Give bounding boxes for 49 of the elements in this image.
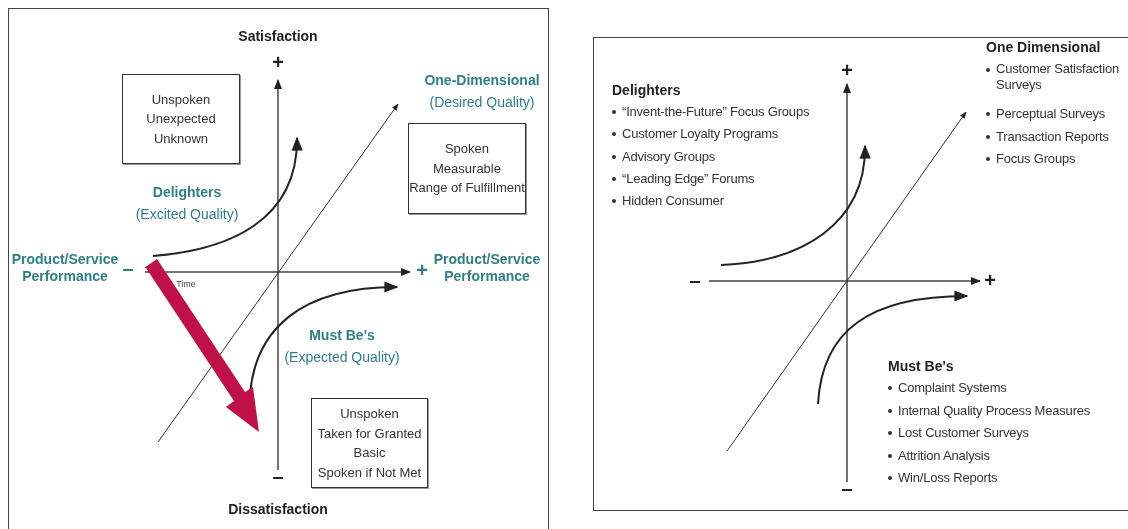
- box-text: Unknown: [153, 129, 209, 148]
- axis-title: Product/Service Performance: [10, 251, 120, 285]
- category-title: Delighters: [152, 183, 222, 201]
- box-text: Spoken if Not Met: [317, 463, 422, 482]
- list-item: Perceptual Surveys: [996, 106, 1106, 122]
- box-text: Taken for Granted: [317, 424, 422, 443]
- minus-sign: –: [841, 476, 853, 500]
- minus-sign: –: [122, 256, 134, 280]
- box-text: Measurable: [433, 159, 501, 178]
- box-text: Spoken: [444, 140, 490, 159]
- plus-sign: +: [841, 58, 853, 82]
- category-title: One-Dimensional: [424, 71, 540, 89]
- plus-sign: +: [984, 268, 996, 292]
- list-item: Complaint Systems: [898, 380, 1007, 396]
- category-title: Must Be's: [888, 357, 954, 375]
- box-text: Range of Fulfillment: [409, 179, 525, 198]
- list-item: “Invent-the-Future” Focus Groups: [622, 104, 810, 120]
- time-label: Time: [176, 278, 196, 290]
- axis-title: Satisfaction: [238, 27, 318, 45]
- list-item: Focus Groups: [996, 151, 1076, 167]
- list-item: Hidden Consumer: [622, 193, 724, 209]
- box-text: Basic: [353, 444, 386, 462]
- list-item: Customer Loyalty Programs: [622, 126, 779, 142]
- list-item: “Leading Edge” Forums: [622, 171, 755, 187]
- list-item: Internal Quality Process Measures: [898, 403, 1091, 419]
- minus-sign: –: [272, 464, 284, 488]
- list-item: Customer Satisfaction Surveys: [996, 61, 1120, 93]
- list-item: Advisory Groups: [622, 149, 716, 165]
- category-subtitle: (Excited Quality): [135, 205, 239, 223]
- category-subtitle: (Desired Quality): [429, 93, 535, 111]
- axis-title: Product/Service Performance: [432, 251, 542, 285]
- box-text: Unspoken: [151, 90, 211, 109]
- plus-sign: +: [272, 50, 284, 74]
- axis-title: Dissatisfaction: [228, 500, 328, 518]
- text-box: [408, 123, 526, 214]
- list-item: Win/Loss Reports: [898, 470, 998, 486]
- list-item: Lost Customer Surveys: [898, 425, 1029, 441]
- category-title: One Dimensional: [986, 38, 1101, 56]
- category-subtitle: (Expected Quality): [284, 348, 400, 366]
- text-box: [122, 74, 240, 164]
- text-box: [311, 398, 428, 488]
- list-item: Transaction Reports: [996, 129, 1109, 145]
- box-text: Unexpected: [146, 110, 216, 129]
- plus-sign: +: [416, 258, 428, 282]
- category-title: Must Be's: [309, 326, 375, 344]
- minus-sign: –: [689, 268, 701, 292]
- list-item: Attrition Analysis: [898, 448, 990, 464]
- box-text: Unspoken: [340, 405, 399, 423]
- category-title: Delighters: [612, 81, 681, 99]
